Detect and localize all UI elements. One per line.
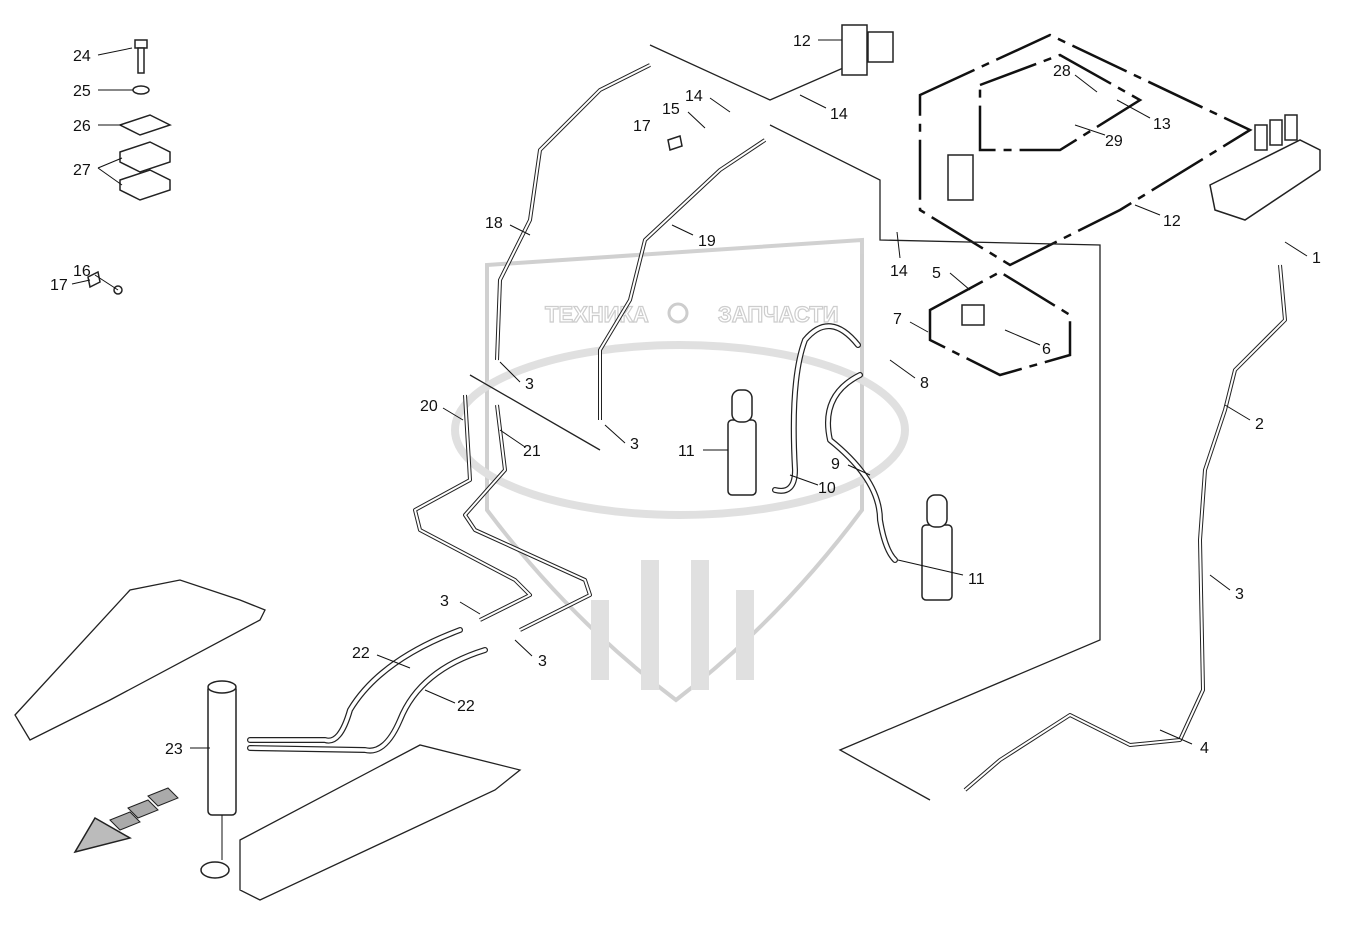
callout-25: 25 xyxy=(73,83,91,100)
callout-13: 13 xyxy=(1153,116,1171,133)
cylinder-23 xyxy=(200,680,237,879)
direction-arrow-icon xyxy=(73,787,179,854)
callout-22: 22 xyxy=(457,698,475,715)
frame-line xyxy=(769,124,1101,801)
callout-27: 27 xyxy=(73,162,91,179)
watermark: ТЕХНИКА ЗАПЧАСТИ xyxy=(451,237,909,703)
frame-line xyxy=(649,44,851,101)
callout-22: 22 xyxy=(352,645,370,662)
callout-11: 11 xyxy=(678,443,695,460)
small-parts xyxy=(87,39,683,295)
callout-20: 20 xyxy=(420,398,438,415)
control-valve xyxy=(1209,114,1321,221)
watermark-text-right: ЗАПЧАСТИ xyxy=(718,302,839,327)
callout-14: 14 xyxy=(685,88,703,105)
assembly-12-outline xyxy=(918,33,1253,267)
assembly-5-outline xyxy=(928,270,1072,377)
cylinder-11-right xyxy=(921,494,953,601)
callout-3: 3 xyxy=(1235,586,1244,603)
cylinder-11-left xyxy=(727,389,757,496)
callout-15: 15 xyxy=(662,101,680,118)
callout-17: 17 xyxy=(50,277,68,294)
watermark-text-left: ТЕХНИКА xyxy=(545,302,649,327)
callout-19: 19 xyxy=(698,233,716,250)
callout-14: 14 xyxy=(830,106,848,123)
callout-18: 18 xyxy=(485,215,503,232)
callout-17: 17 xyxy=(633,118,651,135)
frame-line xyxy=(469,374,601,451)
callout-1: 1 xyxy=(1312,250,1321,267)
leader-lines xyxy=(71,39,1308,749)
valve-block-13 xyxy=(947,154,974,201)
callout-3: 3 xyxy=(525,376,534,393)
callout-12: 12 xyxy=(1163,213,1181,230)
callout-24: 24 xyxy=(73,48,91,65)
callout-6: 6 xyxy=(1042,341,1051,358)
callout-29: 29 xyxy=(1105,133,1123,150)
assembly-13-outline xyxy=(978,53,1143,152)
valve-5 xyxy=(961,304,985,326)
callout-12: 12 xyxy=(793,33,811,50)
callout-3: 3 xyxy=(538,653,547,670)
callout-9: 9 xyxy=(831,456,840,473)
valve-12 xyxy=(841,24,894,76)
callout-4: 4 xyxy=(1200,740,1209,757)
callout-3: 3 xyxy=(440,593,449,610)
callout-26: 26 xyxy=(73,118,91,135)
callout-3: 3 xyxy=(630,436,639,453)
callout-10: 10 xyxy=(818,480,836,497)
callout-8: 8 xyxy=(920,375,929,392)
callout-14: 14 xyxy=(890,263,908,280)
callout-labels: 24 25 26 27 16 17 12 14 14 15 17 28 13 2… xyxy=(50,33,1321,758)
callout-23: 23 xyxy=(165,741,183,758)
gear-icon xyxy=(667,302,689,324)
callout-16: 16 xyxy=(73,263,91,280)
callout-28: 28 xyxy=(1053,63,1071,80)
machine-frame xyxy=(14,579,522,901)
callout-2: 2 xyxy=(1255,416,1264,433)
callout-11: 11 xyxy=(968,571,985,588)
callout-5: 5 xyxy=(932,265,941,282)
callout-7: 7 xyxy=(893,311,902,328)
callout-21: 21 xyxy=(523,443,541,460)
